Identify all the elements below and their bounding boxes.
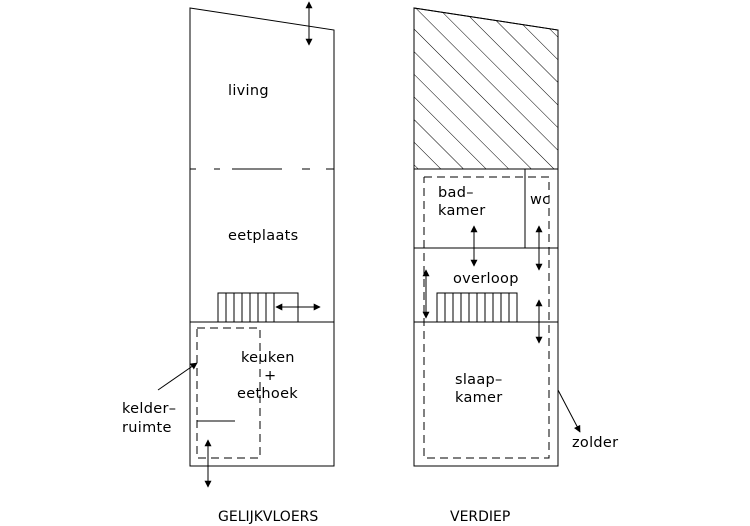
attic-pointer bbox=[557, 389, 581, 433]
upper-floor-plan: bad– kamer wc overloop slaap– kamer zold… bbox=[413, 7, 618, 525]
cellar-label: kelder– bbox=[122, 401, 176, 417]
kitchen-plus-label: + bbox=[264, 368, 276, 384]
dining-nook-label: eethoek bbox=[237, 386, 298, 402]
cellar-outline bbox=[196, 327, 261, 459]
hatched-void bbox=[413, 7, 559, 170]
wc-label: wc bbox=[530, 192, 550, 208]
bathroom-label-2: kamer bbox=[438, 203, 486, 219]
cellar-pointer bbox=[157, 362, 198, 391]
bedroom-label: slaap– bbox=[455, 372, 503, 388]
bathroom-label: bad– bbox=[438, 185, 474, 201]
kitchen-label: keuken bbox=[241, 350, 295, 366]
ground-floor-plan: living eetplaats keuken + eethoek kelder… bbox=[122, 1, 335, 525]
ground-floor-outline bbox=[189, 7, 335, 467]
landing-label: overloop bbox=[453, 271, 519, 287]
knee-wall-outline bbox=[423, 176, 550, 459]
ground-floor-staircase bbox=[217, 292, 299, 323]
upper-floor-caption: VERDIEP bbox=[450, 509, 510, 525]
ground-floor-caption: GELIJKVLOERS bbox=[218, 509, 318, 525]
bedroom-label-2: kamer bbox=[455, 390, 503, 406]
dining-label: eetplaats bbox=[228, 228, 298, 244]
upper-floor-staircase bbox=[436, 292, 518, 323]
cellar-label-2: ruimte bbox=[122, 420, 172, 436]
upper-floor-outline bbox=[413, 7, 559, 467]
attic-label: zolder bbox=[572, 435, 618, 451]
living-label: living bbox=[228, 83, 269, 99]
